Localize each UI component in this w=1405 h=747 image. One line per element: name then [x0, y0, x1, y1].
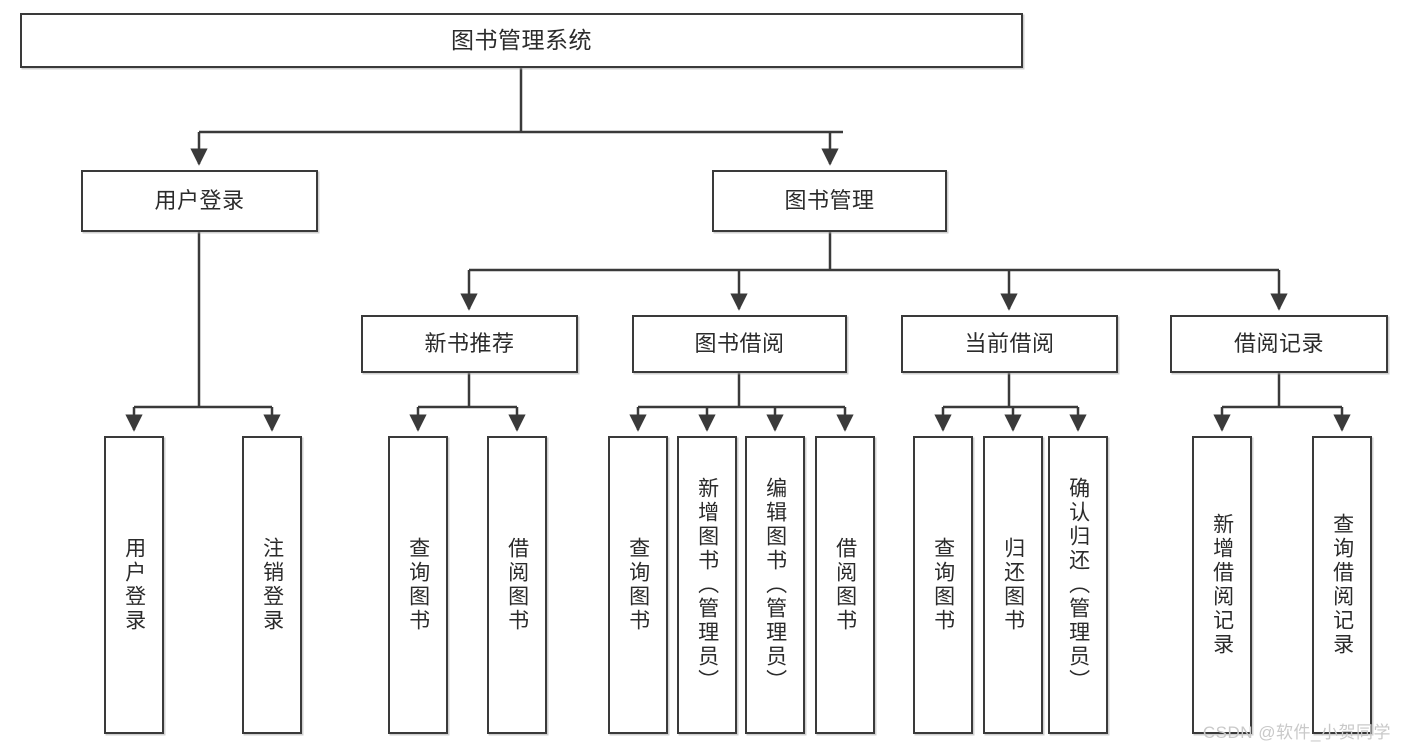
leaf-node-add-borrow-record[interactable]: 新增借阅记录 — [1192, 436, 1252, 734]
leaf-node-edit-book-admin[interactable]: 编辑图书（管理员） — [745, 436, 805, 734]
node-user-login[interactable]: 用户登录 — [81, 170, 318, 232]
leaf-node-logout[interactable]: 注销登录 — [242, 436, 302, 734]
leaf-node-user-login[interactable]: 用户登录 — [104, 436, 164, 734]
leaf-node-query-book-current[interactable]: 查询图书 — [913, 436, 973, 734]
node-label: 查询借阅记录 — [1330, 513, 1354, 657]
leaf-node-borrow-book-newbook[interactable]: 借阅图书 — [487, 436, 547, 734]
node-label: 图书管理 — [784, 187, 875, 213]
node-label: 注销登录 — [260, 537, 284, 633]
node-label: 借阅图书 — [833, 537, 857, 633]
node-label: 新增借阅记录 — [1210, 513, 1234, 657]
node-label: 借阅记录 — [1233, 330, 1324, 356]
leaf-node-query-book-newbook[interactable]: 查询图书 — [388, 436, 448, 734]
node-book-borrow[interactable]: 图书借阅 — [632, 315, 847, 373]
node-book-management[interactable]: 图书管理 — [712, 170, 947, 232]
node-label: 查询图书 — [931, 537, 955, 633]
leaf-node-query-borrow-record[interactable]: 查询借阅记录 — [1312, 436, 1372, 734]
node-current-borrow[interactable]: 当前借阅 — [901, 315, 1118, 373]
node-label: 编辑图书（管理员） — [763, 477, 787, 693]
node-label: 查询图书 — [626, 537, 650, 633]
node-label: 新书推荐 — [424, 330, 515, 356]
node-new-book-recommend[interactable]: 新书推荐 — [361, 315, 578, 373]
node-label: 图书借阅 — [694, 330, 785, 356]
leaf-node-confirm-return-admin[interactable]: 确认归还（管理员） — [1048, 436, 1108, 734]
leaf-node-return-book[interactable]: 归还图书 — [983, 436, 1043, 734]
leaf-node-add-book-admin[interactable]: 新增图书（管理员） — [677, 436, 737, 734]
node-label: 当前借阅 — [964, 330, 1055, 356]
node-label: 用户登录 — [154, 187, 245, 213]
leaf-node-borrow-book[interactable]: 借阅图书 — [815, 436, 875, 734]
node-label: 用户登录 — [122, 537, 146, 633]
csdn-watermark: CSDN @软件_小贺同学 — [1202, 723, 1391, 742]
node-borrow-record[interactable]: 借阅记录 — [1170, 315, 1388, 373]
node-label: 查询图书 — [406, 537, 430, 633]
node-label: 借阅图书 — [505, 537, 529, 633]
node-label: 图书管理系统 — [451, 26, 592, 53]
node-label: 确认归还（管理员） — [1066, 477, 1090, 693]
node-root-system[interactable]: 图书管理系统 — [20, 13, 1023, 68]
leaf-node-query-book[interactable]: 查询图书 — [608, 436, 668, 734]
node-label: 新增图书（管理员） — [695, 477, 719, 693]
node-label: 归还图书 — [1001, 537, 1025, 633]
